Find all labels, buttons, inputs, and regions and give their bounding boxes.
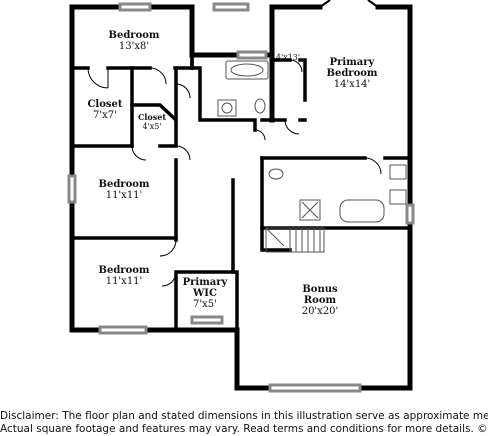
disclaimer-line-1: Disclaimer: The floor plan and stated di…: [0, 410, 488, 422]
floor-plan: [67, 0, 415, 393]
stairs-icon: [265, 227, 325, 253]
window: [212, 2, 250, 12]
room-bedroom-middle: Bedroom 11'x11': [99, 179, 150, 201]
toilet-icon: [254, 98, 266, 114]
room-bedroom-bottom: Bedroom 11'x11': [99, 265, 150, 287]
door-swing: [175, 83, 191, 99]
wall-outer-top-left: [69, 4, 273, 58]
room-dim: 13'x8': [118, 41, 150, 52]
stairs-icon: [265, 227, 285, 247]
door-swing: [159, 239, 177, 257]
room-name: Closet: [137, 112, 167, 122]
room-dim: 20'x20': [301, 306, 339, 317]
wall-bath: [190, 53, 257, 132]
bay-window: [319, 0, 379, 8]
bathtub-basin-icon: [230, 63, 264, 77]
room-name: Bedroom: [98, 179, 150, 190]
sink-basin-icon: [221, 102, 233, 114]
door-swing: [131, 145, 147, 161]
room-bedroom-top: Bedroom 13'x8': [109, 30, 160, 52]
room-dim: 14'x14': [333, 79, 371, 90]
stair-wall: [260, 226, 292, 252]
room-dim: 11'x11': [105, 276, 143, 287]
room-name: Bedroom: [108, 30, 160, 41]
room-dim: 4'x13': [275, 53, 301, 62]
window: [405, 203, 415, 225]
toilet-icon: [268, 168, 284, 180]
wall-primary-bath: [260, 156, 412, 230]
stairs-icon: [289, 228, 321, 252]
window: [236, 50, 268, 60]
door-swing: [149, 67, 167, 85]
window: [67, 174, 77, 204]
window: [98, 325, 148, 335]
door-swing: [87, 67, 109, 89]
wall-wic: [174, 270, 239, 332]
room-name: Closet: [87, 99, 123, 110]
wall-bath-right: [270, 58, 307, 102]
window: [118, 2, 152, 12]
shower-drain-icon: [301, 201, 319, 219]
door-swing: [175, 145, 191, 161]
room-name: Bedroom: [98, 265, 150, 276]
disclaimer-line-2: Actual square footage and features may v…: [0, 423, 488, 435]
wall-outer: [69, 4, 413, 391]
door-swing: [284, 119, 300, 135]
room-closet-small: Closet 4'x5': [137, 112, 167, 132]
door-swing: [364, 157, 382, 175]
room-dim: 7'x5': [193, 299, 217, 310]
room-bath-label: 4'x13': [276, 53, 300, 62]
door-swing: [289, 59, 303, 73]
door-swing: [254, 129, 266, 141]
room-dim: 11'x11': [105, 190, 143, 201]
sink-icon: [389, 189, 407, 205]
room-dim: 4'x5': [142, 122, 162, 131]
door-swing: [161, 271, 177, 287]
sink-icon: [389, 164, 407, 180]
window: [268, 383, 362, 393]
disclaimer: Disclaimer: The floor plan and stated di…: [0, 410, 488, 436]
room-dim: 7'x7': [93, 110, 117, 121]
bathtub-icon: [339, 199, 385, 223]
room-closet-left: Closet 7'x7': [87, 99, 122, 121]
window: [190, 315, 224, 325]
